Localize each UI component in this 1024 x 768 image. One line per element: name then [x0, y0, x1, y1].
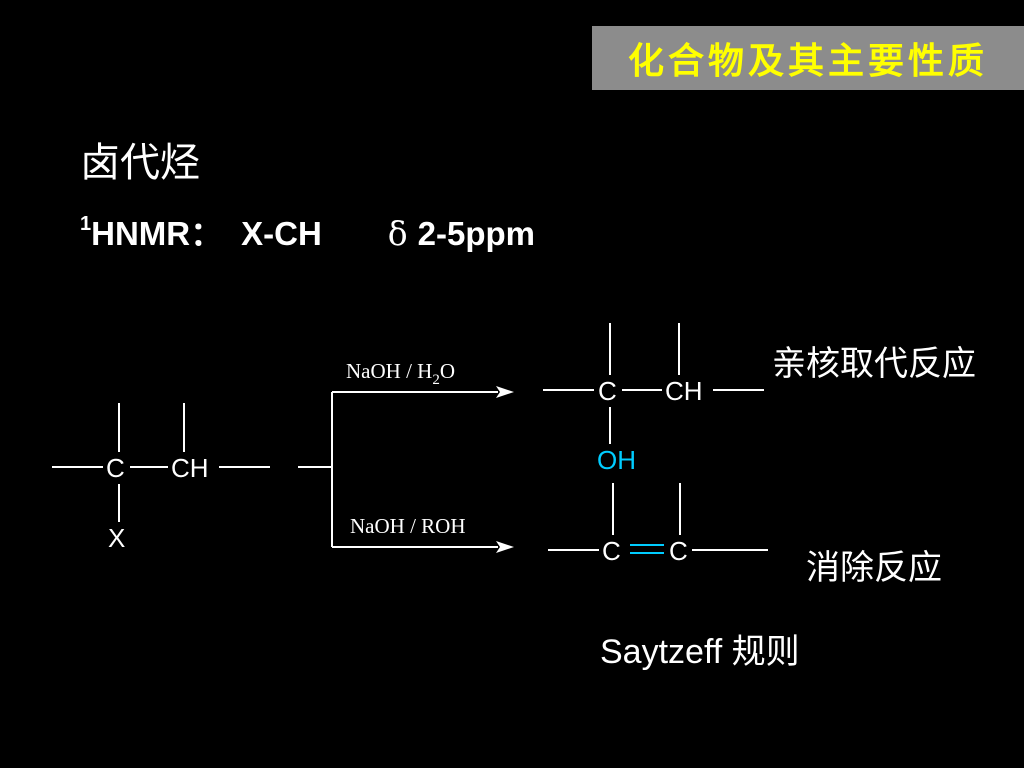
branch-bracket: [331, 391, 498, 548]
saytzeff-rule-label: Saytzeff 规则: [600, 633, 800, 671]
nmr-superscript: 1: [80, 213, 92, 235]
elim-c1-atom: C: [602, 536, 621, 566]
reactant-c-atom: C: [106, 453, 125, 483]
title-banner: 化合物及其主要性质: [592, 26, 1024, 90]
nmr-label: HNMR：: [91, 215, 224, 252]
nmr-range: 2-5ppm: [417, 215, 536, 252]
reactant-ch-atom: CH: [171, 453, 209, 483]
nmr-group: X-CH: [241, 215, 322, 252]
nmr-delta-symbol: δ: [387, 214, 408, 253]
slide-title: 化合物及其主要性质: [627, 40, 988, 82]
arrow-bottom-head: [496, 541, 514, 553]
elim-c2-atom: C: [669, 536, 688, 566]
elimination-label: 消除反应: [806, 548, 942, 588]
hydroxyl-group: OH: [597, 445, 636, 475]
arrow-top-head: [496, 386, 514, 398]
elim-product-bonds: [548, 483, 768, 551]
double-bond: [630, 544, 664, 554]
reagent-bottom: NaOH / ROH: [350, 514, 466, 538]
reagent-top: NaOH / H2O: [346, 359, 455, 388]
sub-product-bonds: [543, 323, 764, 444]
sub-c-atom: C: [598, 376, 617, 406]
substitution-label: 亲核取代反应: [772, 344, 976, 384]
section-heading: 卤代烃: [80, 140, 200, 186]
reactant-x-atom: X: [108, 523, 125, 553]
reactant-bonds: [52, 403, 332, 522]
sub-ch-atom: CH: [665, 376, 703, 406]
